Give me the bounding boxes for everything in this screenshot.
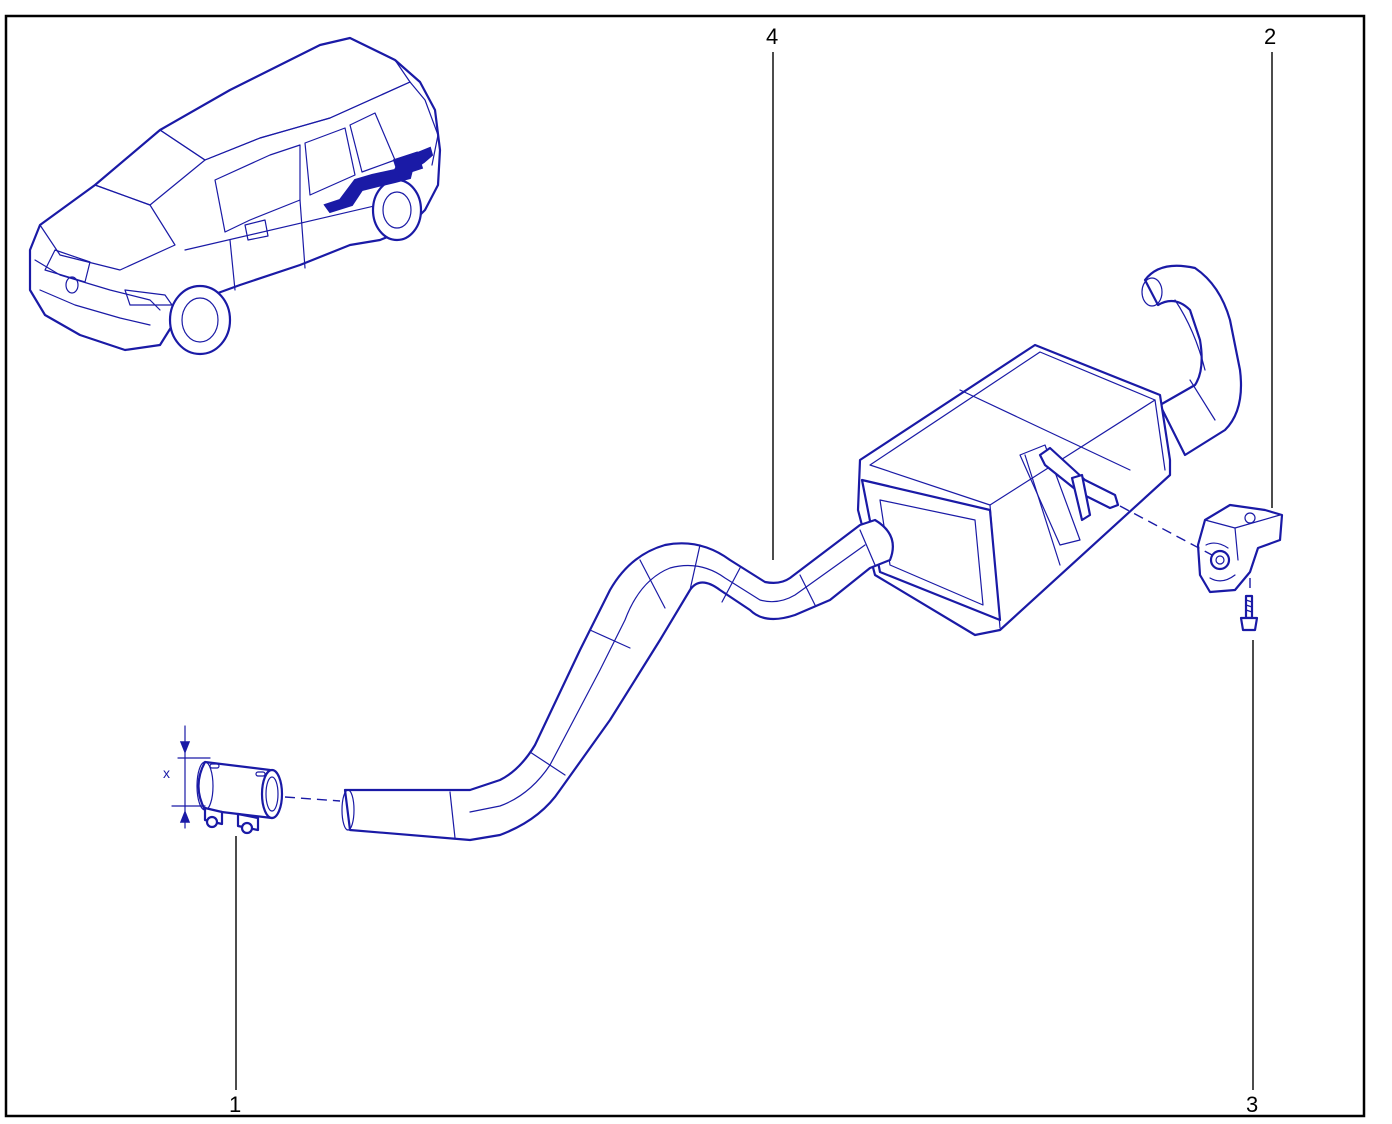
callout-4: 4 (766, 24, 778, 49)
callout-2: 2 (1264, 24, 1276, 49)
callout-3: 3 (1246, 1092, 1258, 1117)
rear-silencer-assembly (341, 264, 1243, 842)
rubber-hanger-bracket (1196, 503, 1284, 594)
hanger-bolt (1239, 594, 1259, 632)
vehicle-locator-illustration (28, 36, 442, 356)
clamp-alignment-line (284, 796, 341, 802)
clamp-dimension-label: x (163, 765, 170, 781)
diagram-border (4, 14, 1366, 1118)
exhaust-clamp: x (163, 725, 284, 835)
callout-1: 1 (229, 1092, 241, 1117)
hanger-alignment-line (1119, 505, 1213, 556)
